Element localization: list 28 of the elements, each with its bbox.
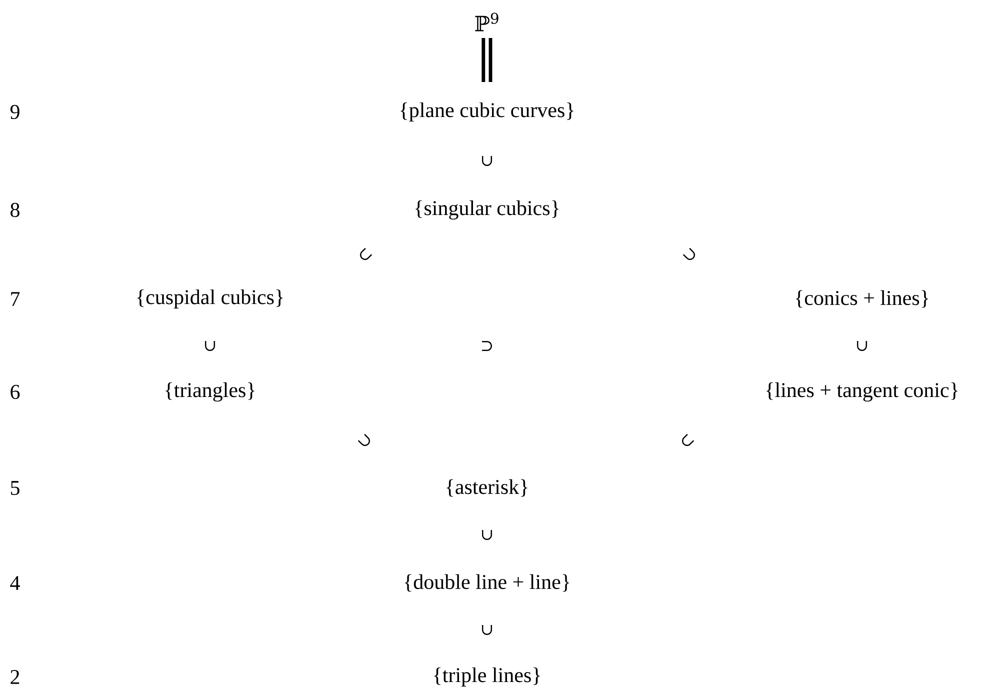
set-label: {lines + tangent conic} xyxy=(766,382,958,402)
dimension-number: 9 xyxy=(10,104,20,120)
inclusion-symbol: ⊃ xyxy=(682,248,696,260)
inclusion-symbol: ∪ xyxy=(482,624,492,635)
inclusion-symbol: ∪ xyxy=(205,340,216,351)
set-label: {triple lines} xyxy=(434,667,540,686)
dimension-number: 4 xyxy=(10,576,20,590)
set-label: {cuspidal cubics} xyxy=(137,289,283,308)
set-label: {asterisk} xyxy=(446,479,528,497)
dimension-number: 7 xyxy=(11,292,20,306)
dimension-number: 6 xyxy=(10,384,20,400)
set-label: {double line + line} xyxy=(404,574,570,592)
inclusion-symbol: ∪ xyxy=(482,530,492,540)
inclusion-symbol: ⊂ xyxy=(682,434,694,446)
inclusion-symbol: ⊃ xyxy=(358,434,370,446)
inclusion-symbol: ∪ xyxy=(857,340,868,351)
inclusion-symbol: ⊂ xyxy=(360,248,372,260)
dimension-number: 8 xyxy=(10,202,20,218)
inclusion-symbol: ⊃ xyxy=(482,340,492,351)
set-label: {singular cubics} xyxy=(416,200,558,220)
dimension-number: 2 xyxy=(10,670,20,684)
set-label: {triangles} xyxy=(166,382,254,402)
set-label: {plane cubic curves} xyxy=(400,102,574,122)
equality-symbol: ‖ xyxy=(482,38,492,82)
set-label: {conics + lines} xyxy=(796,290,928,308)
inclusion-symbol: ∪ xyxy=(482,156,492,166)
set-label: ℙ$^{9}$ xyxy=(475,12,498,32)
dimension-number: 5 xyxy=(10,481,20,495)
